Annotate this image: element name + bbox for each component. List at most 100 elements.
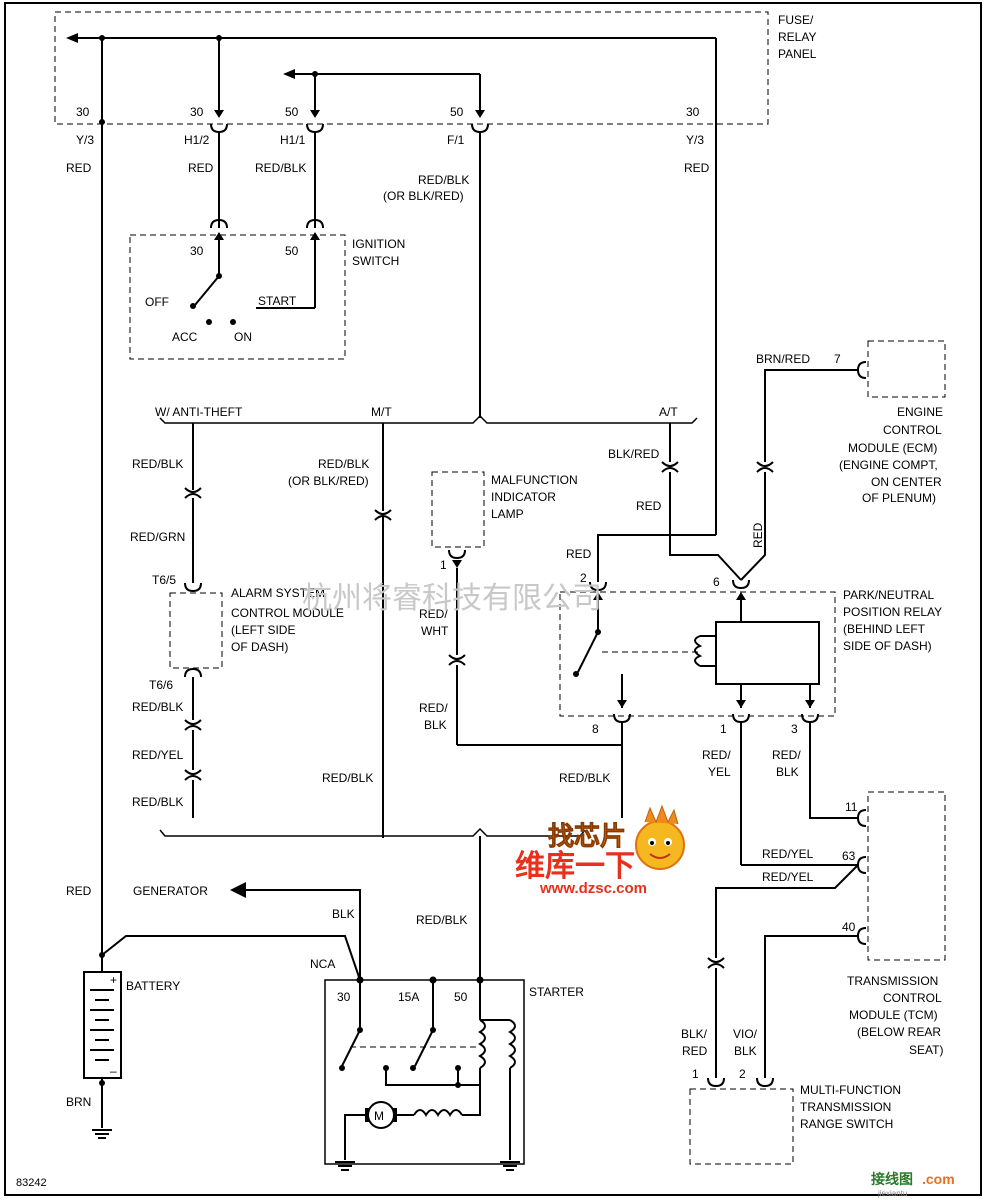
tcm-pin-40: 40: [842, 920, 856, 934]
mfs-wire-1a: BLK/: [681, 1027, 708, 1041]
relay-pin-1: 1: [720, 722, 727, 736]
ignition-pin-30: 30: [190, 244, 204, 258]
tcm-wire-redyel-b: RED/YEL: [762, 870, 814, 884]
multi-function-switch: [689, 1077, 794, 1165]
branch-mt: M/T: [371, 405, 392, 419]
relay-wire-1a: RED/: [702, 748, 731, 762]
battery-minus: –: [110, 1064, 117, 1078]
battery-label: BATTERY: [126, 979, 180, 993]
left-redblk-1: RED/BLK: [132, 457, 183, 471]
battery-wire-red: RED: [66, 884, 92, 898]
relay-label-1: PARK/NEUTRAL: [843, 588, 934, 602]
tcm-label-5: SEAT): [909, 1043, 943, 1057]
connector-y3-left: Y/3: [76, 133, 94, 147]
mil-pin-1: 1: [440, 558, 447, 572]
lower-branch-line: [159, 827, 586, 980]
relay-red-ecm: RED: [751, 522, 765, 548]
left-redgrn: RED/GRN: [130, 530, 185, 544]
wire-red-left: RED: [66, 161, 92, 175]
mt-redblk-low: RED/BLK: [322, 771, 373, 785]
relay-pin-6: 6: [713, 575, 720, 589]
park-neutral-relay: [559, 461, 858, 866]
mfs-label-3: RANGE SWITCH: [800, 1117, 893, 1131]
relay-wire-red-a: RED: [636, 499, 662, 513]
mil-wire-redblk-2: BLK: [424, 718, 447, 732]
left-t66: T6/6: [149, 678, 173, 692]
relay-wire-redblk-8: RED/BLK: [559, 771, 610, 785]
ecm-label-3: MODULE (ECM): [848, 441, 937, 455]
malfunction-indicator-lamp: [431, 471, 622, 746]
generator-wire-nca: NCA: [310, 957, 335, 971]
wire-redblk-f1: RED/BLK: [418, 173, 469, 187]
connector-h12: H1/2: [184, 133, 210, 147]
tcm-label-2: CONTROL: [883, 991, 942, 1005]
relay-wire-3b: BLK: [776, 765, 799, 779]
footer-url: jiexiantu: [877, 1189, 907, 1198]
alarm-circuit: [169, 487, 223, 818]
battery-plus: +: [110, 973, 117, 987]
starter-pin-30: 30: [337, 990, 351, 1004]
mfs-label-1: MULTI-FUNCTION: [800, 1083, 901, 1097]
battery-wire-brn: BRN: [66, 1095, 91, 1109]
footer-com: .com: [922, 1171, 955, 1187]
relay-wire-red-b: RED: [566, 547, 592, 561]
watermark-chinese: 杭州将睿科技有限公司: [302, 582, 602, 615]
ignition-switch: [129, 218, 346, 360]
mfs-wire-2a: VIO/: [733, 1027, 758, 1041]
relay-pin-8: 8: [592, 722, 599, 736]
fuse-relay-panel: [54, 11, 769, 134]
mil-label-3: LAMP: [491, 507, 524, 521]
pin-30-left: 30: [76, 105, 90, 119]
relay-label-3: (BEHIND LEFT: [843, 622, 926, 636]
ignition-pin-50: 50: [285, 244, 299, 258]
ecm-label-1: ENGINE: [897, 405, 943, 419]
ecm-wire-brnred: BRN/RED: [756, 352, 810, 366]
alarm-label-3: (LEFT SIDE: [231, 623, 295, 637]
mil-label-2: INDICATOR: [491, 490, 556, 504]
wire-redblk-h11: RED/BLK: [255, 161, 306, 175]
mil-label-1: MALFUNCTION: [491, 473, 578, 487]
relay-wire-blkred: BLK/RED: [608, 447, 660, 461]
starter-pin-50: 50: [454, 990, 468, 1004]
mfs-wire-2b: BLK: [734, 1044, 757, 1058]
mt-redblk: RED/BLK: [318, 457, 369, 471]
fuse-panel-label-2: RELAY: [778, 30, 816, 44]
ecm-label-5: ON CENTER: [871, 475, 942, 489]
tcm-label-1: TRANSMISSION: [847, 974, 938, 988]
dzsc-logo-mid: 维库一下: [515, 850, 635, 883]
ecm-label-4: (ENGINE COMPT,: [839, 458, 938, 472]
tcm-label-4: (BELOW REAR: [857, 1025, 941, 1039]
pin-30-right: 30: [686, 105, 700, 119]
ignition-on: ON: [234, 330, 252, 344]
mfs-pin-1: 1: [692, 1067, 699, 1081]
ignition-off: OFF: [145, 295, 169, 309]
fuse-panel-label-3: PANEL: [778, 47, 817, 61]
starter-pin-15a: 15A: [398, 990, 419, 1004]
relay-label-2: POSITION RELAY: [843, 605, 942, 619]
pin-50-f1: 50: [450, 105, 464, 119]
relay-wire-3a: RED/: [772, 748, 801, 762]
wire-orblkred-f1: (OR BLK/RED): [383, 189, 464, 203]
wire-red-h12: RED: [188, 161, 214, 175]
starter-wire-redblk: RED/BLK: [416, 913, 467, 927]
relay-label-4: SIDE OF DASH): [843, 639, 932, 653]
mil-wire-redwht-1: RED/: [419, 607, 448, 621]
diagram-id: 83242: [16, 1177, 47, 1189]
relay-pin-3: 3: [791, 722, 798, 736]
branch-antitheft: W/ ANTI-THEFT: [155, 405, 243, 419]
transmission-control-module: [707, 791, 946, 1078]
dzsc-logo-top: 找芯片: [548, 821, 626, 851]
mil-wire-redblk-1: RED/: [419, 701, 448, 715]
wire-red-right: RED: [684, 161, 710, 175]
alarm-label-1: ALARM SYSTEM: [231, 586, 325, 600]
alarm-label-4: OF DASH): [231, 640, 288, 654]
connector-f1: F/1: [447, 133, 465, 147]
tcm-pin-63: 63: [842, 849, 856, 863]
mfs-label-2: TRANSMISSION: [800, 1100, 891, 1114]
footer-cn: 接线图: [871, 1171, 913, 1187]
ecm-label-2: CONTROL: [883, 423, 942, 437]
upper-branch-line: [159, 414, 698, 838]
generator-feed: [230, 882, 361, 980]
alarm-label-2: CONTROL MODULE: [231, 606, 344, 620]
left-t65: T6/5: [152, 573, 176, 587]
